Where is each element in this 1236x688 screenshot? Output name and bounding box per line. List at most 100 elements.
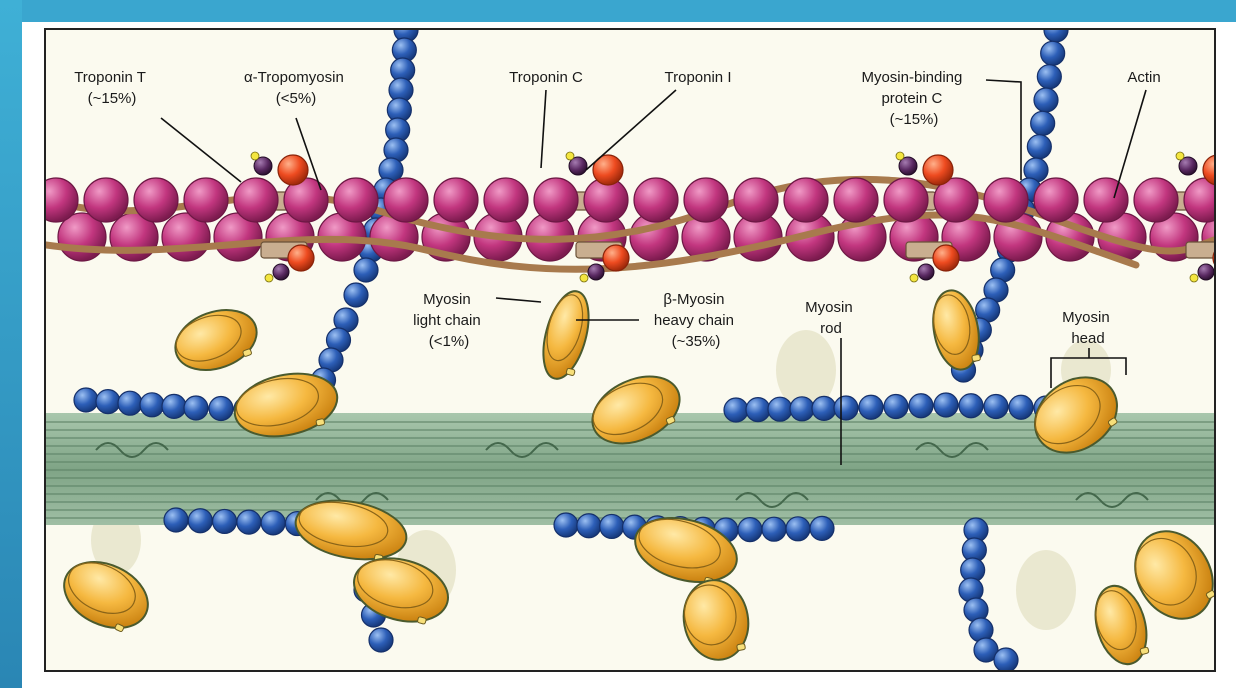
actin-monomer xyxy=(384,178,428,222)
mybpc-bead xyxy=(344,283,368,307)
troponin-c-site xyxy=(265,274,273,282)
mybpc-bead xyxy=(812,396,836,420)
troponin-i xyxy=(603,245,629,271)
mybpc-bead xyxy=(1044,30,1068,42)
leader-troponin-c xyxy=(541,90,546,168)
mybpc-bead xyxy=(261,511,285,535)
troponin-c-site xyxy=(910,274,918,282)
myosin-head xyxy=(678,575,755,665)
troponin-c-site xyxy=(1176,152,1184,160)
actin-monomer xyxy=(884,178,928,222)
leader-light-chain xyxy=(496,298,541,302)
myosin-light-chain xyxy=(737,643,746,650)
sarcomere-diagram: Troponin T (~15%) α-Tropomyosin (<5%) Tr… xyxy=(44,28,1216,672)
troponin-c xyxy=(273,264,289,280)
mybpc-bead xyxy=(934,393,958,417)
actin-monomer xyxy=(434,178,478,222)
label-troponin-c: Troponin C xyxy=(509,69,583,86)
actin-monomer xyxy=(1134,178,1178,222)
mybpc-bead xyxy=(162,394,186,418)
label-troponin-i: Troponin I xyxy=(665,69,732,86)
actin-monomer xyxy=(734,178,778,222)
troponin-i xyxy=(288,245,314,271)
actin-monomer xyxy=(484,178,528,222)
troponin-c xyxy=(918,264,934,280)
mybpc-bead xyxy=(790,397,814,421)
troponin-c-site xyxy=(566,152,574,160)
myosin-head-body xyxy=(678,575,755,665)
myosin-light-chain xyxy=(972,354,981,361)
mybpc-bead xyxy=(96,390,120,414)
actin-monomer xyxy=(184,178,228,222)
label-tropomyosin: α-Tropomyosin (<5%) xyxy=(244,69,348,107)
mybpc-bead xyxy=(1034,88,1058,112)
mybpc-bead xyxy=(768,397,792,421)
mybpc-bead xyxy=(884,395,908,419)
mybpc-bead xyxy=(959,394,983,418)
actin-monomer xyxy=(84,178,128,222)
myosin-head xyxy=(53,549,158,641)
slide-side-bar xyxy=(0,0,22,688)
leader-mybpc xyxy=(986,80,1021,180)
troponin-c-site xyxy=(896,152,904,160)
mybpc-bead xyxy=(140,393,164,417)
troponin-i xyxy=(923,155,953,185)
myosin-head xyxy=(535,286,597,383)
actin-monomer xyxy=(984,178,1028,222)
actin-monomer xyxy=(684,178,728,222)
myosin-head-body xyxy=(167,299,265,380)
mybpc-bead xyxy=(237,510,261,534)
troponin-t-block xyxy=(1186,242,1214,258)
mybpc-bead xyxy=(369,628,393,652)
mybpc-bead xyxy=(810,516,834,540)
mybpc-bead xyxy=(164,508,188,532)
mybpc-bead xyxy=(1037,65,1061,89)
label-myosin-head: Myosin head xyxy=(1062,309,1114,347)
troponin-c-site xyxy=(1190,274,1198,282)
mybpc-bead xyxy=(1041,41,1065,65)
actin-monomer xyxy=(1034,178,1078,222)
troponin-c-site xyxy=(580,274,588,282)
troponin-i xyxy=(278,155,308,185)
leader-troponin-i xyxy=(586,90,676,170)
label-troponin-t: Troponin T (~15%) xyxy=(74,69,150,107)
troponin-c xyxy=(1198,264,1214,280)
actin-monomer xyxy=(234,178,278,222)
mybpc-bead xyxy=(909,394,933,418)
troponin-c xyxy=(588,264,604,280)
mybpc-bead xyxy=(994,648,1018,670)
myosin-head xyxy=(927,287,984,373)
mybpc-bead xyxy=(724,398,748,422)
mybpc-bead xyxy=(834,396,858,420)
actin-monomer xyxy=(134,178,178,222)
actin-monomer xyxy=(534,178,578,222)
mybpc-bead xyxy=(118,391,142,415)
slide-top-bar xyxy=(0,0,1236,22)
label-myosin-binding-protein-c: Myosin-binding protein C (~15%) xyxy=(861,69,966,128)
mybpc-bead xyxy=(184,396,208,420)
mybpc-bead xyxy=(738,518,762,542)
mybpc-bead xyxy=(746,398,770,422)
leader-actin xyxy=(1114,90,1146,198)
troponin-c-site xyxy=(251,152,259,160)
leader-troponin-t xyxy=(161,118,241,182)
mybpc-bead xyxy=(209,397,233,421)
myosin-head-body xyxy=(535,286,597,383)
mybpc-bead xyxy=(188,509,212,533)
label-actin: Actin xyxy=(1127,69,1160,86)
diagram-canvas: Troponin T (~15%) α-Tropomyosin (<5%) Tr… xyxy=(46,30,1214,670)
actin-monomer xyxy=(784,178,828,222)
troponin-i xyxy=(933,245,959,271)
mybpc-bead xyxy=(74,388,98,412)
mybpc-bead xyxy=(600,514,624,538)
mybpc-bead xyxy=(859,395,883,419)
mybpc-bead xyxy=(213,509,237,533)
mybpc-bead xyxy=(1031,111,1055,135)
actin-monomer xyxy=(634,178,678,222)
mybpc-bead xyxy=(577,514,601,538)
mybpc-bead xyxy=(762,517,786,541)
actin-monomer xyxy=(1184,178,1214,222)
actin-monomer xyxy=(334,178,378,222)
mybpc-bead xyxy=(786,517,810,541)
mybpc-bead xyxy=(984,395,1008,419)
